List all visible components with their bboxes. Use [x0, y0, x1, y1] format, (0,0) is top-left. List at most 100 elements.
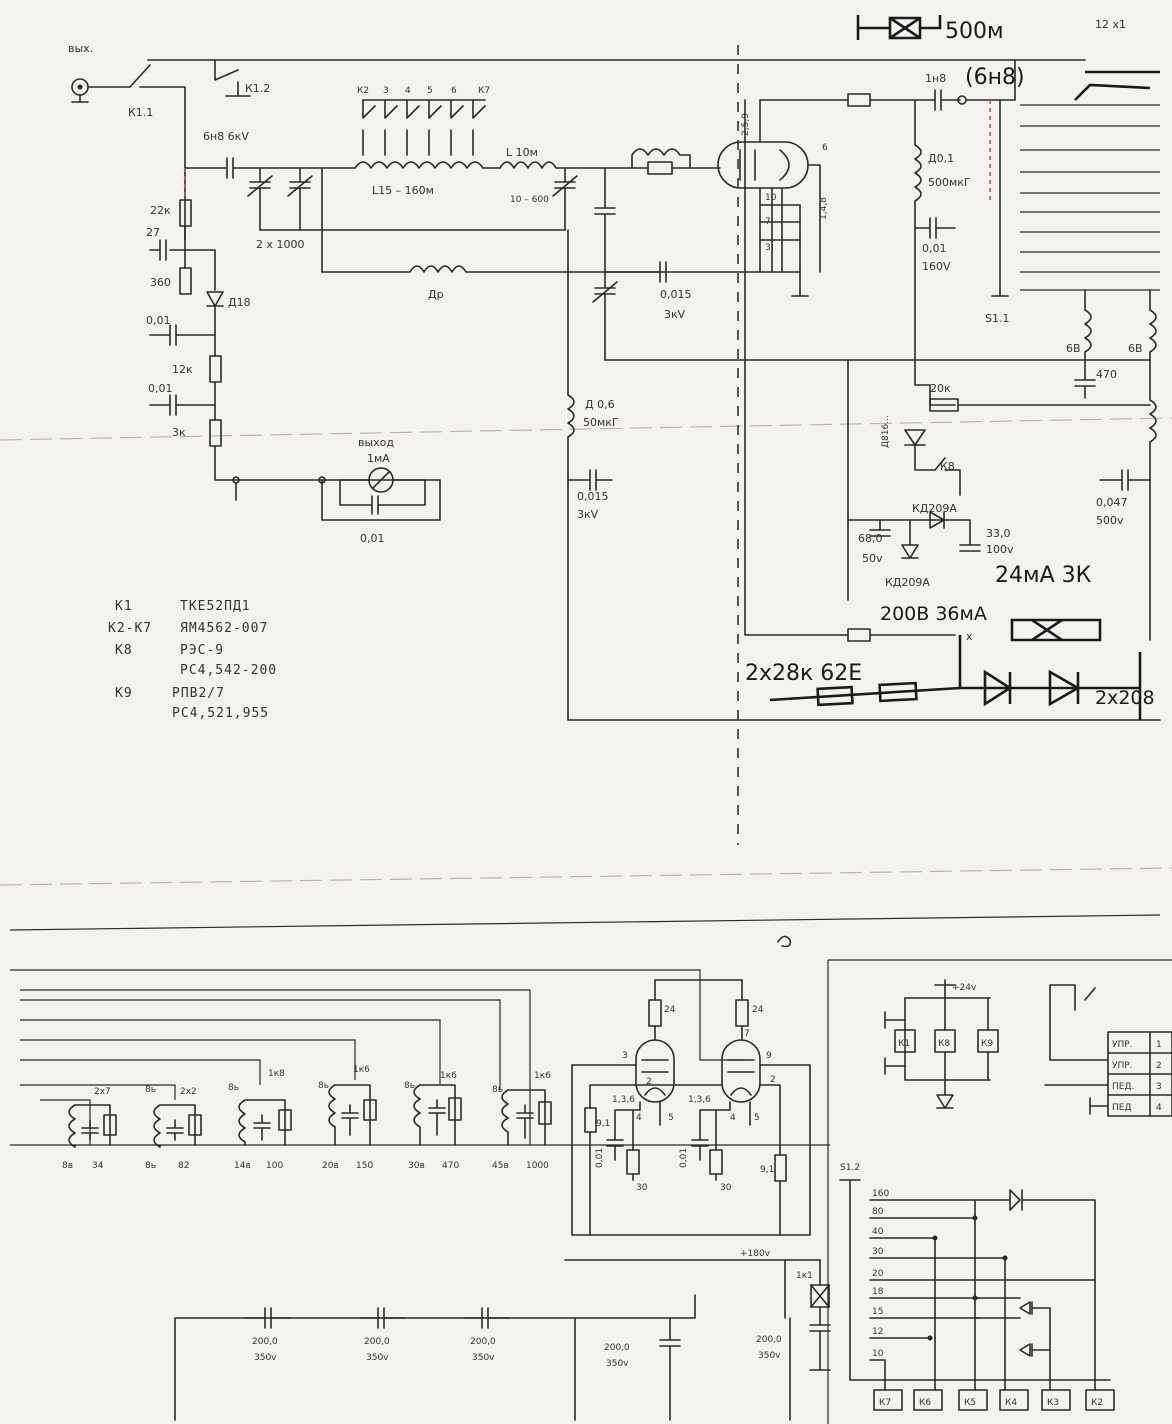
control-block — [827, 959, 1172, 1424]
choke-d06-50: 50мкГ — [583, 416, 619, 429]
tank-6 — [501, 1089, 552, 1146]
cap-6n8-label: 6н8 6кV — [203, 130, 249, 143]
c001b: 0,01 — [148, 382, 173, 395]
tank3-v: 14в — [234, 1161, 251, 1171]
tank5-top: 1к6 — [440, 1071, 457, 1081]
r91b: 9,1 — [760, 1165, 774, 1175]
k1-2-label: К1.2 — [245, 82, 270, 95]
r360: 360 — [150, 276, 171, 289]
tank-circuits — [68, 1084, 552, 1148]
band-15: 15 — [872, 1307, 883, 1317]
cap-600-node — [594, 167, 616, 273]
legend-k1-id: К1 — [115, 599, 133, 614]
band-12: 12 — [872, 1327, 883, 1337]
trimmer-10-600 — [552, 167, 578, 231]
note-500om: 500м — [945, 19, 1004, 44]
term-3-num: 3 — [1156, 1082, 1162, 1092]
kd209a-1: КД209А — [912, 502, 957, 515]
tank2-top: 2х2 — [180, 1087, 197, 1097]
tank4-c: 150 — [356, 1161, 373, 1171]
k1-1-label: К1.1 — [128, 106, 153, 119]
band-18: 18 — [872, 1287, 884, 1297]
tube-pin-7: 7 — [765, 217, 771, 227]
note-200v: 200В 36мА — [880, 603, 987, 625]
relay-row-k7: К7 — [478, 86, 490, 96]
legend-k9-pass: РС4,521,955 — [172, 706, 269, 721]
legend-k2-id: К2-К7 — [108, 621, 152, 636]
relay-row-6: 6 — [451, 86, 457, 96]
hv-feed — [567, 99, 1161, 721]
k-small: 1к1 — [796, 1271, 813, 1281]
tank2-v: 8ь — [145, 1161, 156, 1171]
note-2x208: 2х208 — [1095, 687, 1155, 709]
plus-180v: +180v — [740, 1249, 771, 1259]
legend-k8-id: К8 — [115, 643, 133, 658]
tank1-c: 34 — [92, 1161, 104, 1171]
v1-pin-136: 1,3,6 — [612, 1095, 635, 1105]
tank3-left: 8ь — [228, 1083, 239, 1093]
choke-dr-label: Др — [428, 288, 444, 301]
plate-choke — [914, 99, 956, 361]
choke-500mkg: 500мкГ — [928, 176, 971, 189]
tank6-left: 8ь — [492, 1085, 503, 1095]
s1-1-switch — [991, 99, 1009, 297]
tank-4 — [328, 1084, 377, 1146]
s1-1-label: S1.1 — [985, 312, 1009, 325]
legend-k9-id: К9 — [115, 686, 133, 701]
tube-pin-3: 3 — [765, 243, 771, 253]
tank-1 — [68, 1104, 117, 1148]
band-relay-k5: К5 — [964, 1398, 976, 1408]
v2-pin-4: 4 — [730, 1113, 736, 1123]
tank-3 — [238, 1099, 292, 1146]
note-12x1: 12 х1 — [1095, 18, 1126, 31]
cap-200-1: 200,0 — [252, 1337, 278, 1347]
tank6-v: 45в — [492, 1161, 509, 1171]
cap-500v-label: 500v — [1096, 514, 1124, 527]
driver-stage — [564, 979, 831, 1371]
band-20: 20 — [872, 1269, 884, 1279]
paper-fold — [0, 867, 1172, 886]
v1-pin-3: 3 — [622, 1051, 628, 1061]
cap-0047 — [1099, 469, 1151, 491]
r20k: 20к — [930, 382, 951, 395]
top-hand-sketch — [856, 15, 1160, 101]
choke-d01: Д0,1 — [928, 152, 954, 165]
r22k: 22к — [150, 204, 171, 217]
cap-200-3: 200,0 — [470, 1337, 496, 1347]
term-3-label: ПЕД. — [1112, 1082, 1134, 1092]
tank5-v: 30в — [408, 1161, 425, 1171]
r24b: 24 — [752, 1005, 764, 1015]
cap-001-left: 0,01 — [595, 1148, 605, 1168]
cap-0047-label: 0,047 — [1096, 496, 1128, 509]
legend-k8-pass: РС4,542-200 — [180, 663, 277, 678]
band-relay-contacts — [362, 99, 486, 156]
note-24ma: 24мА 3К — [995, 563, 1092, 588]
note-6n8: (6н8) — [965, 65, 1025, 90]
cap-350v-5: 350v — [758, 1351, 781, 1361]
cap-001-160: 0,01 — [922, 242, 947, 255]
tank4-left: 8ь — [318, 1081, 329, 1091]
cap-350v-3: 350v — [472, 1353, 495, 1363]
rf-choke-d06 — [567, 229, 613, 721]
coupling-cap-6n8 — [184, 157, 323, 179]
term-2-num: 2 — [1156, 1061, 1162, 1071]
r12k: 12к — [172, 363, 193, 376]
relay-k9: К9 — [981, 1039, 993, 1049]
term-1-label: УПР. — [1112, 1040, 1133, 1050]
meter-cap: 0,01 — [360, 532, 385, 545]
term-2-label: УПР. — [1112, 1061, 1133, 1071]
tapped-coil-l15 — [321, 161, 501, 273]
cap-200-2: 200,0 — [364, 1337, 390, 1347]
cap-50v: 50v — [862, 552, 883, 565]
tube-pins-148: 1,4,8 — [819, 197, 829, 220]
term-4-num: 4 — [1156, 1103, 1162, 1113]
band-80: 80 — [872, 1207, 884, 1217]
relay-row-5: 5 — [427, 86, 433, 96]
term-1-num: 1 — [1156, 1040, 1162, 1050]
tank3-c: 100 — [266, 1161, 283, 1171]
r24a: 24 — [664, 1005, 676, 1015]
v2-pin-136: 1,3,6 — [688, 1095, 711, 1105]
choke-dr — [321, 265, 801, 273]
